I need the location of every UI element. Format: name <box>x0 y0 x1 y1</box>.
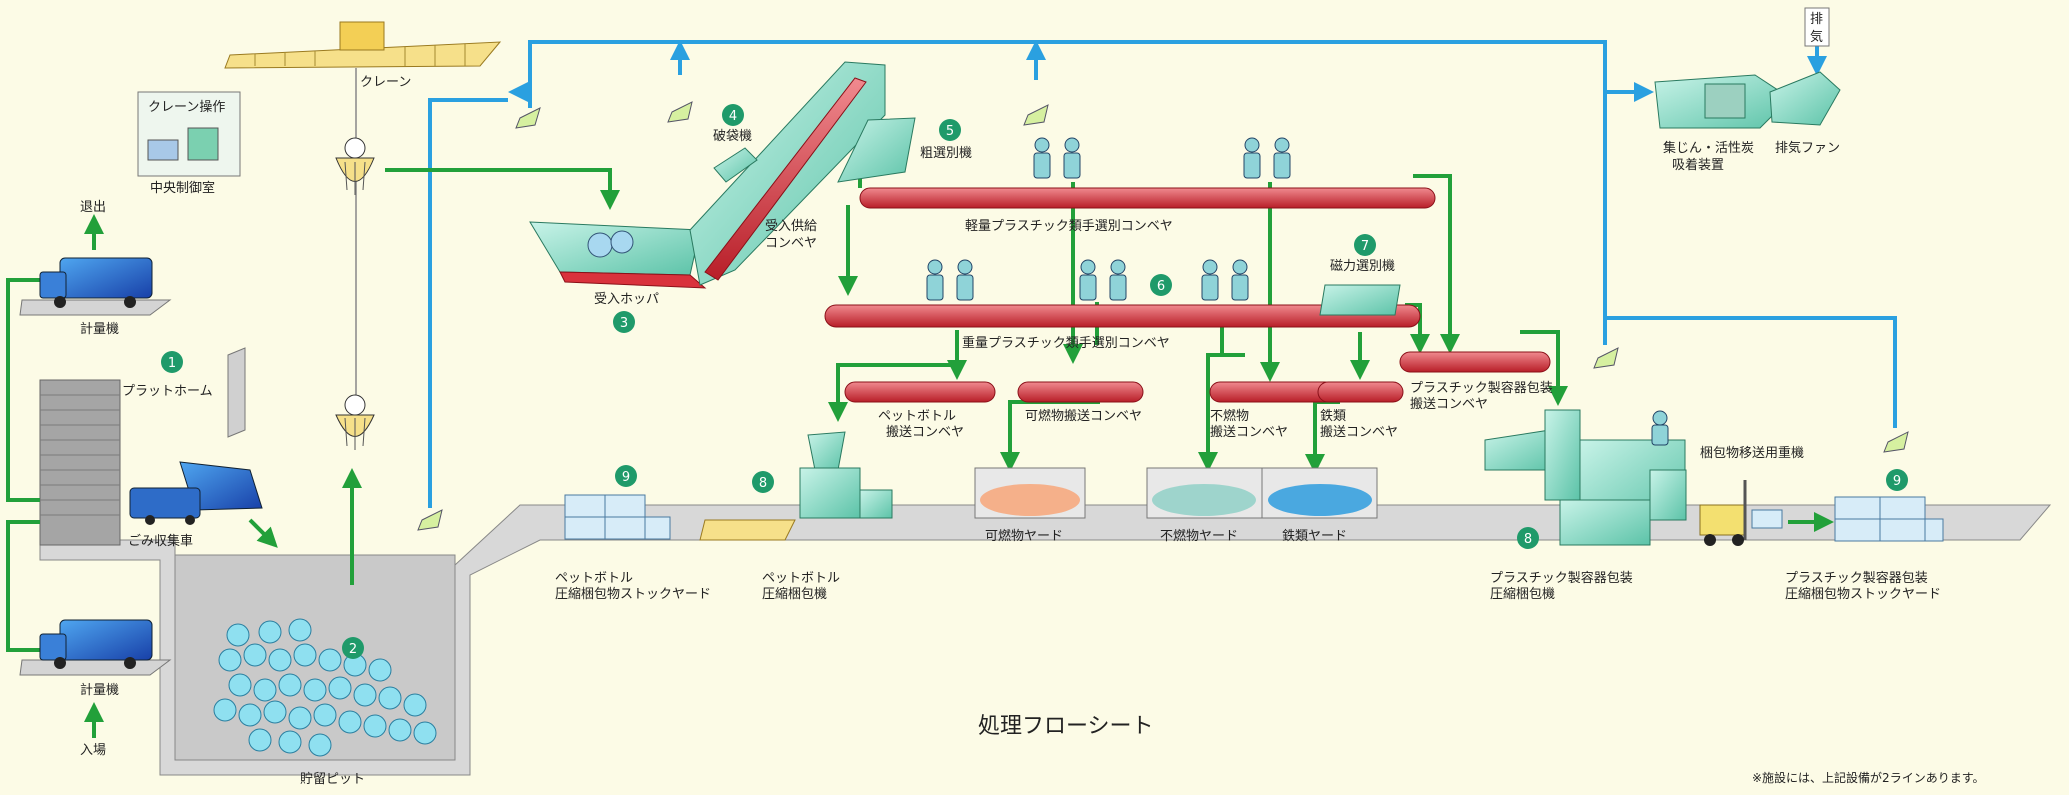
badge-7-text: 7 <box>1361 239 1369 254</box>
bale-transfer-vehicle-label: 梱包物移送用重機 <box>1700 445 1804 461</box>
scale-label-top: 計量機 <box>80 321 119 337</box>
light-plastic-conveyor-label: 軽量プラスチック類手選別コンベヤ <box>965 219 1173 234</box>
entry-label: 入場 <box>80 743 106 758</box>
receiving-hopper <box>529 221 707 289</box>
noncombustible-conveyor-label-2: 搬送コンベヤ <box>1210 425 1288 440</box>
crane-grab-icon <box>335 394 375 450</box>
exhaust-fan <box>1769 71 1841 126</box>
iron-yard-label: 鉄類ヤード <box>1282 529 1347 544</box>
pet-conveyor-label-1: ペットボトル <box>878 409 956 424</box>
garbage-truck-icon <box>129 461 263 525</box>
exhaust-label-1: 排 <box>1810 12 1823 27</box>
storage-pit-bags <box>213 618 437 757</box>
badge-9a-text: 9 <box>622 470 630 485</box>
garbage-truck-icon <box>19 619 172 676</box>
badge-8a-text: 8 <box>759 476 767 491</box>
pet-baler-label-1: ペットボトル <box>762 571 840 586</box>
storage-pit-label: 貯留ピット <box>300 772 365 787</box>
pet-baler-label-2: 圧縮梱包機 <box>762 586 827 602</box>
central-control-label: 中央制御室 <box>150 180 215 196</box>
pet-stock-yard-label-1: ペットボトル <box>555 571 633 586</box>
exhaust-stack <box>1804 7 1830 47</box>
heavy-plastic-conveyor-label: 重量プラスチック類手選別コンベヤ <box>962 335 1170 351</box>
plastic-stock-yard-label-1: プラスチック製容器包装 <box>1785 570 1928 586</box>
air-duct-lines <box>428 40 1897 508</box>
diagram-title: 処理フローシート <box>978 714 1154 739</box>
combustible-yard-label: 可燃物ヤード <box>985 528 1063 544</box>
plastic-container-conveyor-label-1: プラスチック製容器包装 <box>1410 380 1553 396</box>
combustible-conveyor-label: 可燃物搬送コンベヤ <box>1025 408 1142 424</box>
forklift-icon <box>1699 480 1783 546</box>
yards <box>974 467 1378 519</box>
duct-intake-icons <box>417 101 1909 531</box>
badge-1-text: 1 <box>168 356 176 371</box>
receiving-hopper-label: 受入ホッパ <box>594 292 659 307</box>
coarse-separator-label: 粗選別機 <box>920 146 972 161</box>
pet-conveyor-label-2: 搬送コンベヤ <box>886 425 964 440</box>
badge-2 <box>342 637 364 659</box>
feed-conveyor-label-1: 受入供給 <box>765 219 817 234</box>
badge-3-text: 3 <box>620 316 628 331</box>
crane-grab-icon <box>335 137 375 195</box>
noncombustible-conveyor-label-1: 不燃物 <box>1210 408 1249 424</box>
bale-stack-icon <box>564 494 671 540</box>
garbage-truck-icon <box>19 257 172 316</box>
bag-breaker <box>713 147 758 183</box>
badge-4-text: 4 <box>729 109 737 124</box>
dust-collector <box>1654 74 1791 129</box>
badge-6-text: 6 <box>1157 279 1165 294</box>
plastic-container-conveyor-label-2: 搬送コンベヤ <box>1410 397 1488 412</box>
badge-8b-text: 8 <box>1524 532 1532 547</box>
badge-5-text: 5 <box>946 124 954 139</box>
magnetic-separator <box>1319 284 1401 316</box>
badge-3 <box>613 311 635 333</box>
iron-conveyor-label-2: 搬送コンベヤ <box>1320 425 1398 440</box>
badge-9a <box>615 465 637 487</box>
central-control-room <box>137 91 241 177</box>
exit-label: 退出 <box>80 200 106 215</box>
dust-collector-label-1: 集じん・活性炭 <box>1663 140 1754 156</box>
pet-baler <box>699 431 893 541</box>
magnetic-separator-label: 磁力選別機 <box>1330 259 1395 274</box>
worker-icon <box>926 137 1291 301</box>
plastic-stock-yard-label-2: 圧縮梱包物ストックヤード <box>1785 586 1941 602</box>
heavy-plastic-conveyor <box>824 304 1421 328</box>
footnote: ※施設には、上記設備が2ラインあります。 <box>1752 770 1985 785</box>
transport-conveyors <box>844 351 1551 403</box>
iron-conveyor-label-1: 鉄類 <box>1320 409 1346 424</box>
worker-icon <box>1651 410 1669 446</box>
badge-9b-text: 9 <box>1893 474 1901 489</box>
badge-8b <box>1517 527 1539 549</box>
plastic-baler-label-1: プラスチック製容器包装 <box>1490 570 1633 586</box>
badge-1 <box>161 351 183 373</box>
bag-breaker-label: 破袋機 <box>713 129 752 144</box>
exhaust-fan-label: 排気ファン <box>1775 140 1840 156</box>
dust-collector-label-2: 吸着装置 <box>1672 157 1724 173</box>
pet-stock-yard-label-2: 圧縮梱包物ストックヤード <box>555 586 711 602</box>
badge-4 <box>722 104 744 126</box>
badge-2-text: 2 <box>349 642 357 657</box>
crane <box>224 21 502 400</box>
feed-conveyor <box>689 61 916 286</box>
noncombustible-yard-label: 不燃物ヤード <box>1160 528 1238 544</box>
bale-stack-icon <box>1834 496 1944 542</box>
badge-6 <box>1150 274 1172 296</box>
crane-label: クレーン <box>360 75 411 90</box>
scale-label-bottom: 計量機 <box>80 682 119 698</box>
light-plastic-conveyor <box>859 187 1436 209</box>
badge-5 <box>939 119 961 141</box>
platform-label: プラットホーム <box>122 384 213 399</box>
badge-9b <box>1886 469 1908 491</box>
garbage-truck-label: ごみ収集車 <box>128 533 193 549</box>
plastic-baler-label-2: 圧縮梱包機 <box>1490 586 1555 602</box>
plastic-baler <box>1484 409 1687 546</box>
exhaust-label-2: 気 <box>1810 29 1823 45</box>
badge-7 <box>1354 234 1376 256</box>
feed-conveyor-label-2: コンベヤ <box>765 236 817 251</box>
badge-8a <box>752 471 774 493</box>
crane-operation-label: クレーン操作 <box>148 99 225 115</box>
